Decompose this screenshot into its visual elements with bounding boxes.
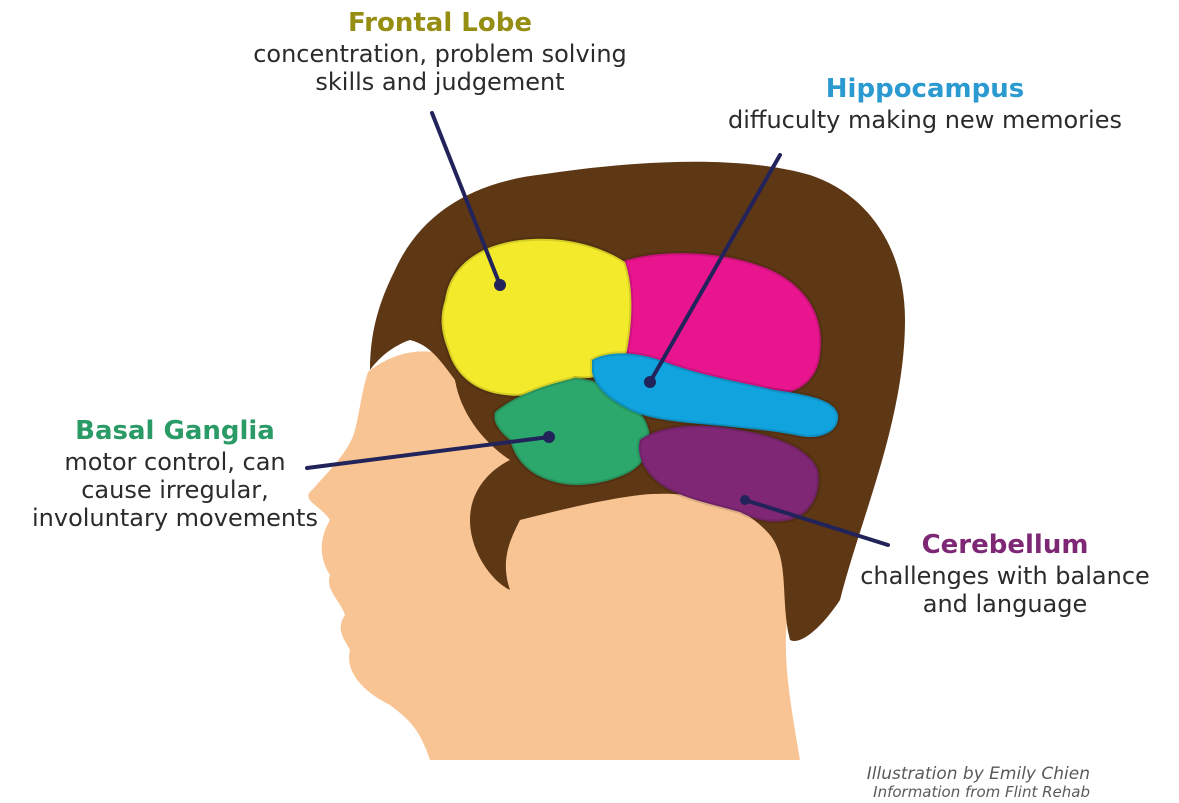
cerebellum-label: Cerebellum challenges with balance and l… xyxy=(850,530,1160,618)
cerebellum-description: challenges with balance and language xyxy=(850,562,1160,618)
basal-ganglia-title: Basal Ganglia xyxy=(10,416,340,446)
frontal-lobe-title: Frontal Lobe xyxy=(225,8,655,38)
frontal-lobe-label: Frontal Lobe concentration, problem solv… xyxy=(225,8,655,96)
cerebellum-pointer-dot xyxy=(740,495,750,505)
basal-ganglia-description: motor control, can cause irregular, invo… xyxy=(10,448,340,532)
hippocampus-pointer-dot xyxy=(644,376,656,388)
hippocampus-title: Hippocampus xyxy=(695,74,1155,104)
illustration-credit: Illustration by Emily Chien xyxy=(790,764,1090,784)
hippocampus-description: diffuculty making new memories xyxy=(695,106,1155,134)
cerebellum-title: Cerebellum xyxy=(850,530,1160,560)
basal-ganglia-pointer-dot xyxy=(543,431,555,443)
hippocampus-label: Hippocampus diffuculty making new memori… xyxy=(695,74,1155,134)
frontal-lobe-description: concentration, problem solving skills an… xyxy=(225,40,655,96)
frontal-lobe-pointer-dot xyxy=(494,279,506,291)
basal-ganglia-label: Basal Ganglia motor control, can cause i… xyxy=(10,416,340,532)
information-credit: Information from Flint Rehab xyxy=(790,783,1090,801)
